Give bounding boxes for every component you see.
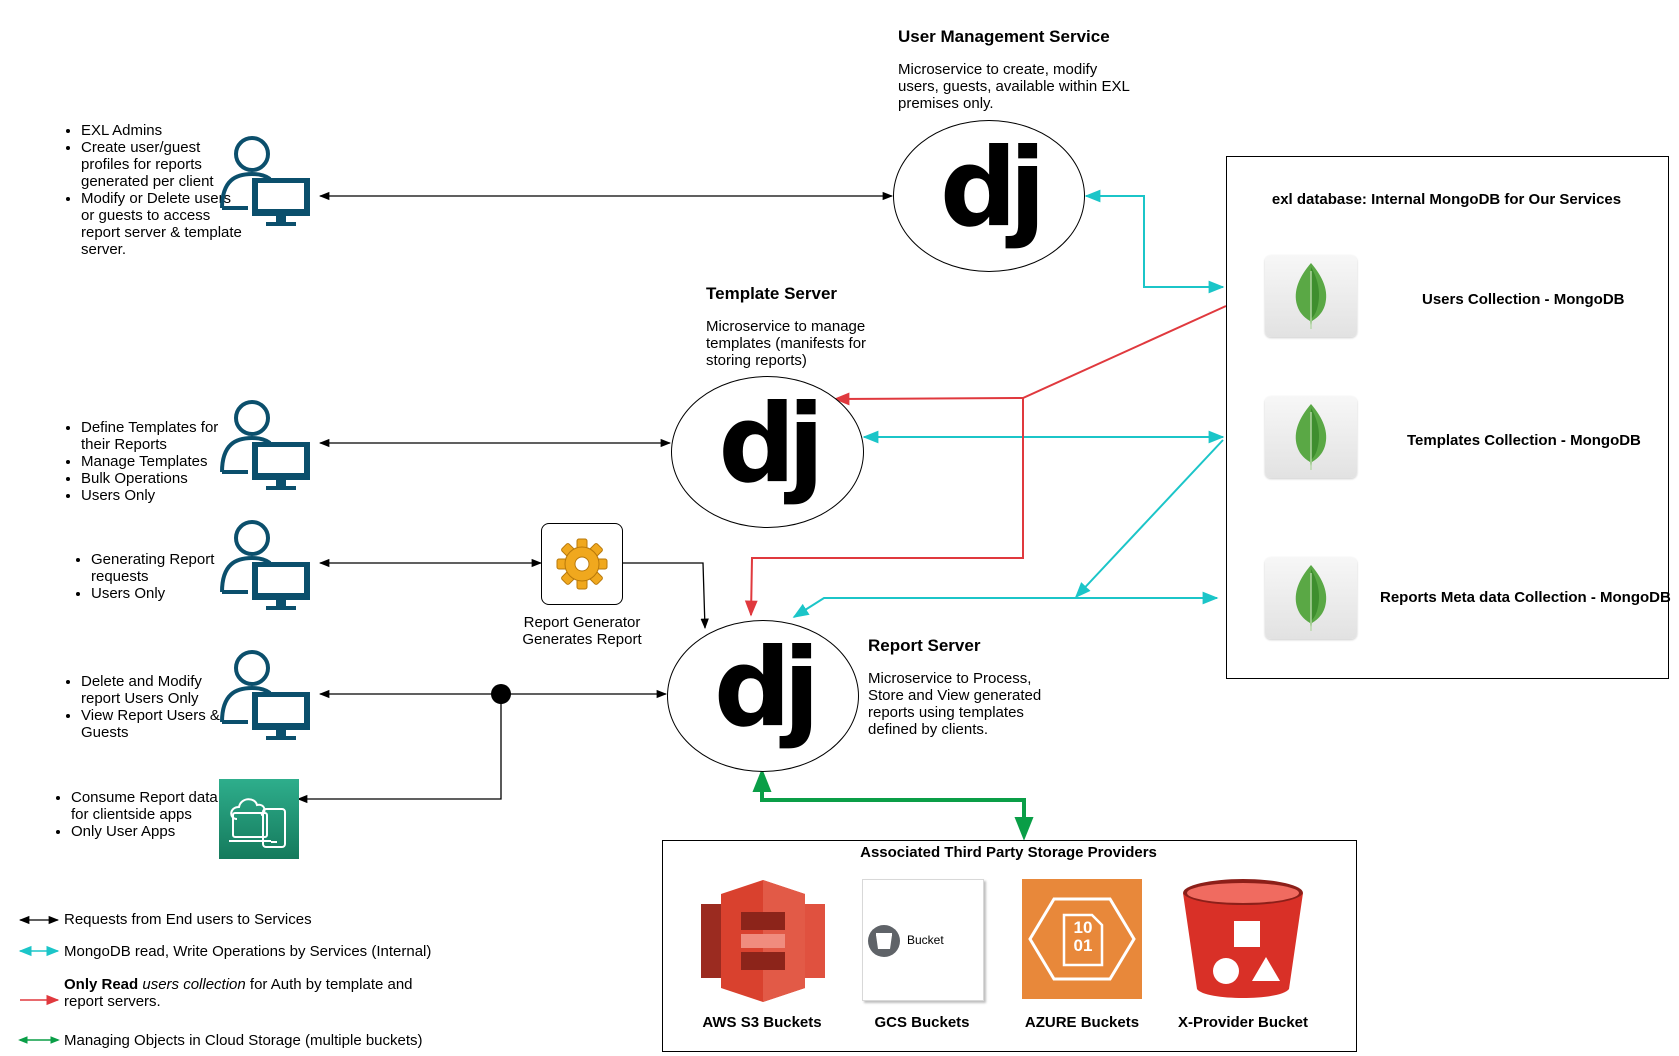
arrow-users-template bbox=[833, 305, 1227, 406]
template-server-title: Template Server bbox=[706, 284, 838, 303]
legend-red-line2: report servers. bbox=[64, 993, 161, 1010]
django-logo-icon: dj bbox=[939, 126, 1046, 251]
user-computer-icon bbox=[220, 136, 310, 226]
template-server-node[interactable]: dj bbox=[671, 376, 864, 528]
report-server-node[interactable]: dj bbox=[667, 620, 859, 772]
bucket-shapes-icon bbox=[1183, 879, 1303, 998]
report-generator-node[interactable] bbox=[541, 523, 623, 605]
users-collection-tile[interactable] bbox=[1265, 255, 1357, 337]
user-management-service-node[interactable]: dj bbox=[893, 120, 1085, 272]
mongodb-leaf-icon bbox=[1295, 404, 1327, 470]
reports-meta-collection-tile[interactable] bbox=[1265, 557, 1357, 639]
legend-red-rest: for Auth by template and bbox=[249, 976, 413, 993]
gcs-bucket-icon[interactable]: Bucket bbox=[862, 879, 984, 1001]
azure-label: AZURE Buckets bbox=[1024, 1014, 1140, 1031]
gcs-label: GCS Buckets bbox=[874, 1014, 970, 1031]
gear-icon bbox=[556, 538, 608, 590]
arrow-report-meta bbox=[792, 591, 1219, 618]
arrow-templates-meta bbox=[1074, 439, 1224, 599]
actor-report-viewers-bullets: Delete and Modify report Users Only View… bbox=[63, 673, 241, 741]
legend-red-bold: Only Read bbox=[64, 976, 139, 993]
storage-providers-container bbox=[662, 840, 1357, 1052]
storage-title: Associated Third Party Storage Providers bbox=[860, 844, 1157, 861]
templates-collection-label: Templates Collection - MongoDB bbox=[1407, 432, 1641, 449]
actor-report-requesters-bullets: Generating Report requests Users Only bbox=[73, 551, 241, 602]
legend-red-text: Only Read users collection for Auth by t… bbox=[64, 976, 424, 1010]
arrow-generator-report bbox=[622, 562, 709, 630]
legend-cyan-text: MongoDB read, Write Operations by Servic… bbox=[64, 943, 432, 960]
mongodb-leaf-icon bbox=[1295, 263, 1327, 329]
bucket-small-icon bbox=[868, 925, 900, 957]
actor-client-apps-bullets: Consume Report data for clientside apps … bbox=[53, 789, 236, 840]
database-title: exl database: Internal MongoDB for Our S… bbox=[1271, 191, 1622, 208]
aws-s3-label: AWS S3 Buckets bbox=[702, 1014, 822, 1031]
legend-red-italic: users collection bbox=[142, 976, 246, 993]
azure-storage-icon[interactable]: 10 01 bbox=[1022, 879, 1142, 999]
user-management-desc: Microservice to create, modify users, gu… bbox=[898, 61, 1130, 112]
cloud-devices-icon bbox=[219, 779, 299, 859]
hexagon-icon bbox=[1028, 897, 1136, 981]
mongodb-leaf-icon bbox=[1295, 565, 1327, 631]
gcs-inner-label: Bucket bbox=[907, 933, 944, 947]
django-logo-icon: dj bbox=[718, 382, 824, 507]
arrow-report-storage bbox=[752, 768, 1034, 841]
user-computer-icon bbox=[220, 400, 310, 490]
legend-black-text: Requests from End users to Services bbox=[64, 911, 312, 928]
reports-meta-collection-label: Reports Meta data Collection - MongoDB bbox=[1380, 589, 1671, 606]
report-server-title: Report Server bbox=[868, 636, 981, 655]
templates-collection-tile[interactable] bbox=[1265, 396, 1357, 478]
arrow-usermgmt-users bbox=[1084, 189, 1225, 294]
user-computer-icon bbox=[220, 520, 310, 610]
x-provider-label: X-Provider Bucket bbox=[1177, 1014, 1309, 1031]
actor-template-users-bullets: Define Templates for their Reports Manag… bbox=[63, 419, 246, 504]
arrow-apps-report bbox=[296, 694, 502, 804]
legend-green-text: Managing Objects in Cloud Storage (multi… bbox=[64, 1032, 423, 1049]
report-server-desc: Microservice to Process, Store and View … bbox=[868, 670, 1042, 738]
aws-s3-icon bbox=[701, 880, 825, 1002]
django-logo-icon: dj bbox=[713, 626, 820, 751]
report-generator-label: Report Generator Generates Report bbox=[522, 614, 642, 648]
user-computer-icon bbox=[220, 650, 310, 740]
user-management-title: User Management Service bbox=[898, 27, 1110, 46]
users-collection-label: Users Collection - MongoDB bbox=[1422, 291, 1625, 308]
actor-admins-bullets: EXL Admins Create user/guest profiles fo… bbox=[63, 122, 246, 258]
arrow-users-report bbox=[744, 398, 1024, 617]
exl-database-container bbox=[1226, 156, 1669, 679]
azure-binary-text: 10 01 bbox=[1073, 918, 1093, 955]
junction-dot bbox=[491, 684, 511, 704]
template-server-desc: Microservice to manage templates (manife… bbox=[706, 318, 867, 369]
